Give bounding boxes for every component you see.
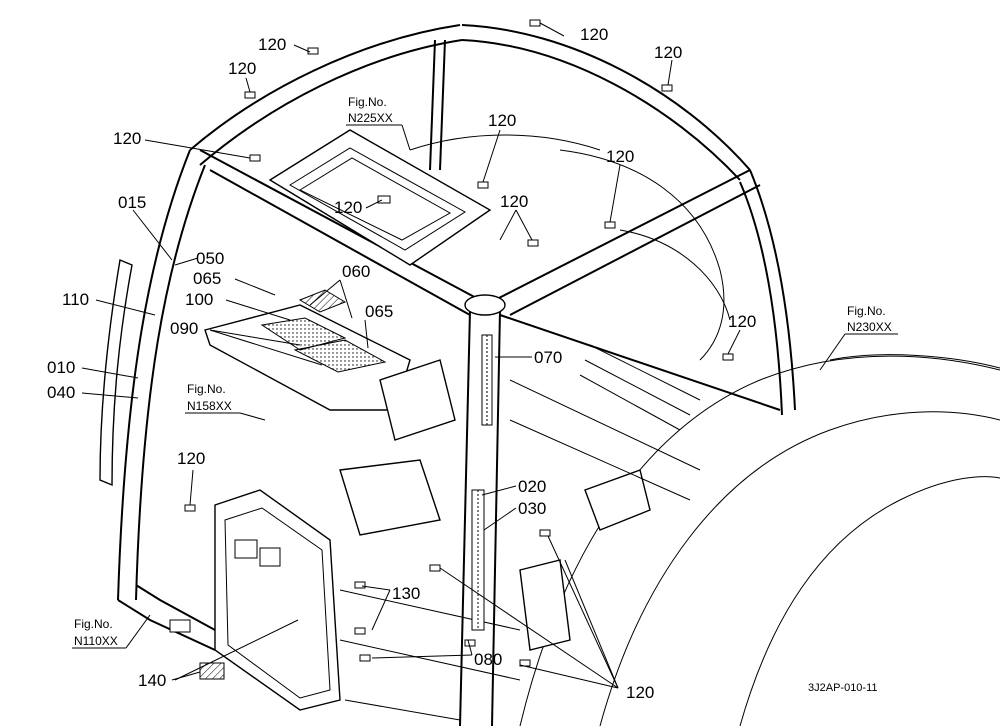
drawing-code: 3J2AP-010-11	[808, 682, 878, 694]
fig-ref-label: Fig.No.	[847, 304, 886, 318]
part-label-100: 100	[185, 290, 213, 309]
leader-lines	[72, 22, 898, 689]
part-label-120: 120	[334, 198, 362, 217]
gas-struts	[471, 334, 493, 631]
part-label-120: 120	[177, 449, 205, 468]
fig-ref-n110: Fig.No. N110XX	[74, 617, 118, 648]
fig-ref-number: N225XX	[348, 111, 393, 125]
cab-roll-frame	[117, 24, 796, 726]
part-label-065: 065	[365, 302, 393, 321]
fig-ref-label: Fig.No.	[74, 617, 113, 631]
part-label-120: 120	[258, 35, 286, 54]
part-label-060: 060	[342, 262, 370, 281]
part-label-130: 130	[392, 584, 420, 603]
part-label-120: 120	[500, 192, 528, 211]
part-label-015: 015	[118, 193, 146, 212]
part-label-120: 120	[626, 683, 654, 702]
lower-console	[214, 359, 651, 721]
part-label-070: 070	[534, 348, 562, 367]
fig-ref-label: Fig.No.	[348, 95, 387, 109]
fig-ref-number: N158XX	[187, 399, 232, 413]
part-label-030: 030	[518, 499, 546, 518]
fig-ref-n225: Fig.No. N225XX	[348, 95, 393, 125]
part-label-110: 110	[62, 290, 89, 309]
part-label-090: 090	[170, 319, 198, 338]
part-label-120: 120	[228, 59, 256, 78]
part-label-010: 010	[47, 358, 75, 377]
part-label-120: 120	[728, 312, 756, 331]
part-labels: 120 120 120 120 120 120 120 120 120 120 …	[47, 25, 756, 702]
dash-shelf	[204, 289, 411, 411]
rear-floor-slats	[509, 344, 701, 501]
part-label-040: 040	[47, 383, 75, 402]
part-label-120: 120	[113, 129, 141, 148]
part-label-120: 120	[488, 111, 516, 130]
part-label-065: 065	[193, 269, 221, 288]
part-label-120: 120	[606, 147, 634, 166]
fig-ref-number: N110XX	[74, 634, 118, 648]
part-label-120: 120	[580, 25, 608, 44]
fig-ref-label: Fig.No.	[187, 382, 226, 396]
rear-fender-outline	[409, 134, 1000, 726]
part-label-050: 050	[196, 249, 224, 268]
fig-ref-number: N230XX	[847, 320, 892, 334]
fig-ref-n158: Fig.No. N158XX	[187, 382, 232, 413]
seal-pads	[169, 19, 734, 680]
part-label-080: 080	[474, 650, 502, 669]
part-label-120: 120	[654, 43, 682, 62]
part-label-140: 140	[138, 671, 166, 690]
door-handle-rail	[99, 259, 133, 487]
part-label-020: 020	[518, 477, 546, 496]
fig-ref-n230: Fig.No. N230XX	[847, 304, 892, 334]
